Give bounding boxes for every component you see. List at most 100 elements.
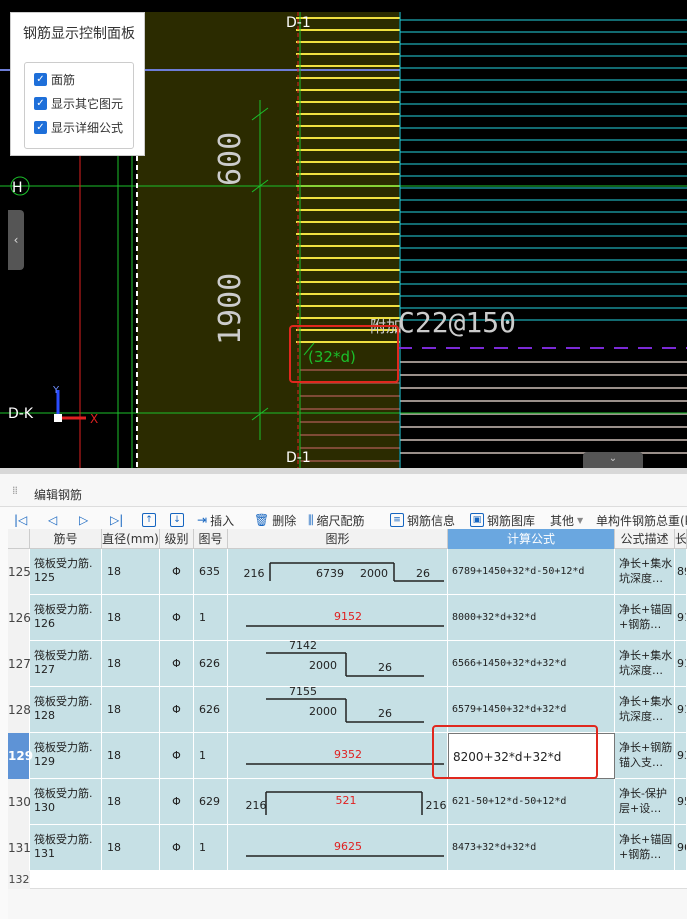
cell-desc[interactable]: 净长+集水坑深度… bbox=[615, 549, 675, 595]
cell-grade[interactable]: Φ bbox=[160, 687, 194, 733]
cell-desc[interactable]: 净长+集水坑深度… bbox=[615, 687, 675, 733]
checkbox-checked-icon[interactable]: ✓ bbox=[34, 120, 47, 134]
cell-length[interactable]: 95 bbox=[675, 779, 687, 825]
cell-length[interactable]: 91 bbox=[675, 641, 687, 687]
header-diameter[interactable]: 直径(mm) bbox=[102, 529, 160, 549]
cell-grade[interactable]: Φ bbox=[160, 733, 194, 779]
cell-formula[interactable]: 6579+1450+32*d+32*d bbox=[448, 687, 615, 733]
collapse-left-tab[interactable]: ‹ bbox=[8, 210, 24, 270]
next-button[interactable]: ▷ bbox=[79, 507, 91, 533]
drag-grip-icon[interactable]: ⁞⁞ bbox=[12, 484, 18, 497]
cell-bar-no[interactable]: 筏板受力筋.130 bbox=[30, 779, 102, 825]
last-button[interactable]: ▷| bbox=[110, 507, 126, 533]
cell-length[interactable]: 96 bbox=[675, 825, 687, 871]
cell-desc[interactable]: 净长-保护层+设… bbox=[615, 779, 675, 825]
cell-length[interactable]: 91 bbox=[675, 687, 687, 733]
cell-fig-no[interactable]: 635 bbox=[194, 549, 228, 595]
cell-grade[interactable]: Φ bbox=[160, 779, 194, 825]
row-number[interactable]: 128 bbox=[8, 687, 31, 733]
header-formula[interactable]: 计算公式 bbox=[448, 529, 615, 549]
cell-formula[interactable]: 8000+32*d+32*d bbox=[448, 595, 615, 641]
row-number[interactable]: 129 bbox=[8, 733, 33, 779]
header-length[interactable]: 长 bbox=[675, 529, 687, 549]
cad-drawing[interactable]: H D-K D-1 D-1 600 1900 附加 C22@150 (32*d)… bbox=[0, 0, 687, 468]
cell-grade[interactable]: Φ bbox=[160, 825, 194, 871]
cell-shape[interactable]: 9152 bbox=[228, 595, 448, 641]
scale-rebar-button[interactable]: ⫼缩尺配筋 bbox=[308, 507, 365, 533]
header-fig-no[interactable]: 图号 bbox=[194, 529, 228, 549]
cell-diameter[interactable]: 18 bbox=[102, 641, 160, 687]
cell-bar-no[interactable]: 筏板受力筋.128 bbox=[30, 687, 102, 733]
cell-diameter[interactable]: 18 bbox=[102, 549, 160, 595]
cell-bar-no[interactable]: 筏板受力筋.127 bbox=[30, 641, 102, 687]
cell-diameter[interactable]: 18 bbox=[102, 825, 160, 871]
delete-button[interactable]: 🗑删除 bbox=[254, 507, 296, 533]
row-number[interactable]: 127 bbox=[8, 641, 31, 687]
header-shape[interactable]: 图形 bbox=[228, 529, 448, 549]
row-number[interactable]: 130 bbox=[8, 779, 31, 825]
cell-desc[interactable]: 净长+锚固+钢筋… bbox=[615, 825, 675, 871]
cell-diameter[interactable]: 18 bbox=[102, 733, 160, 779]
insert-button[interactable]: ⇥插入 bbox=[197, 507, 234, 533]
header-desc[interactable]: 公式描述 bbox=[615, 529, 675, 549]
cell-fig-no[interactable]: 626 bbox=[194, 687, 228, 733]
row-number[interactable]: 126 bbox=[8, 595, 31, 641]
cell-desc[interactable]: 净长+集水坑深度… bbox=[615, 641, 675, 687]
cell-bar-no[interactable]: 筏板受力筋.129 bbox=[30, 733, 102, 779]
cell-formula[interactable]: 6566+1450+32*d+32*d bbox=[448, 641, 615, 687]
checkbox-checked-icon[interactable]: ✓ bbox=[34, 72, 47, 86]
cell-bar-no[interactable]: 筏板受力筋.131 bbox=[30, 825, 102, 871]
cell-length[interactable]: 89 bbox=[675, 549, 687, 595]
check-show-other[interactable]: ✓显示其它图元 bbox=[34, 94, 123, 112]
move-up-button[interactable]: ↑ bbox=[142, 507, 159, 533]
header-bar-no[interactable]: 筋号 bbox=[30, 529, 102, 549]
other-menu[interactable]: 其他▼ bbox=[550, 507, 583, 533]
row-number[interactable]: 125 bbox=[8, 549, 31, 595]
empty-table-row[interactable]: 132 bbox=[8, 871, 687, 889]
cell-diameter[interactable]: 18 bbox=[102, 779, 160, 825]
check-show-formula[interactable]: ✓显示详细公式 bbox=[34, 118, 123, 136]
cell-desc[interactable]: 净长+锚固+钢筋… bbox=[615, 595, 675, 641]
cell-diameter[interactable]: 18 bbox=[102, 595, 160, 641]
cell-formula[interactable]: 6789+1450+32*d-50+12*d bbox=[448, 549, 615, 595]
prev-button[interactable]: ◁ bbox=[48, 507, 60, 533]
cell-fig-no[interactable]: 1 bbox=[194, 825, 228, 871]
rebar-library-button[interactable]: ▣钢筋图库 bbox=[470, 507, 535, 533]
row-number[interactable]: 132 bbox=[8, 871, 30, 889]
header-grade[interactable]: 级别 bbox=[160, 529, 194, 549]
cell-shape[interactable]: 9352 bbox=[228, 733, 448, 779]
cell-formula[interactable]: 621-50+12*d-50+12*d bbox=[448, 779, 615, 825]
rebar-info-button[interactable]: ≡钢筋信息 bbox=[390, 507, 455, 533]
cell-fig-no[interactable]: 629 bbox=[194, 779, 228, 825]
collapse-bottom-tab[interactable]: ⌄ bbox=[583, 452, 643, 468]
cell-grade[interactable]: Φ bbox=[160, 641, 194, 687]
first-button[interactable]: |◁ bbox=[14, 507, 30, 533]
cell-formula[interactable]: 8473+32*d+32*d bbox=[448, 825, 615, 871]
cell-diameter[interactable]: 18 bbox=[102, 687, 160, 733]
checkbox-checked-icon[interactable]: ✓ bbox=[34, 96, 47, 110]
cell-bar-no[interactable]: 筏板受力筋.126 bbox=[30, 595, 102, 641]
cell-shape[interactable]: 9625 bbox=[228, 825, 448, 871]
row-number[interactable]: 131 bbox=[8, 825, 31, 871]
cell-grade[interactable]: Φ bbox=[160, 595, 194, 641]
cell-fig-no[interactable]: 626 bbox=[194, 641, 228, 687]
cell-formula[interactable]: 8200+32*d+32*d bbox=[448, 733, 615, 779]
cell-fig-no[interactable]: 1 bbox=[194, 595, 228, 641]
cell-desc[interactable]: 净长+钢筋锚入支… bbox=[615, 733, 675, 779]
cell-length[interactable]: 91 bbox=[675, 595, 687, 641]
move-down-button[interactable]: ↓ bbox=[170, 507, 187, 533]
cad-viewport[interactable]: H D-K D-1 D-1 600 1900 附加 C22@150 (32*d)… bbox=[0, 0, 687, 468]
cell-length[interactable]: 93 bbox=[675, 733, 687, 779]
cell-bar-no[interactable]: 筏板受力筋.125 bbox=[30, 549, 102, 595]
